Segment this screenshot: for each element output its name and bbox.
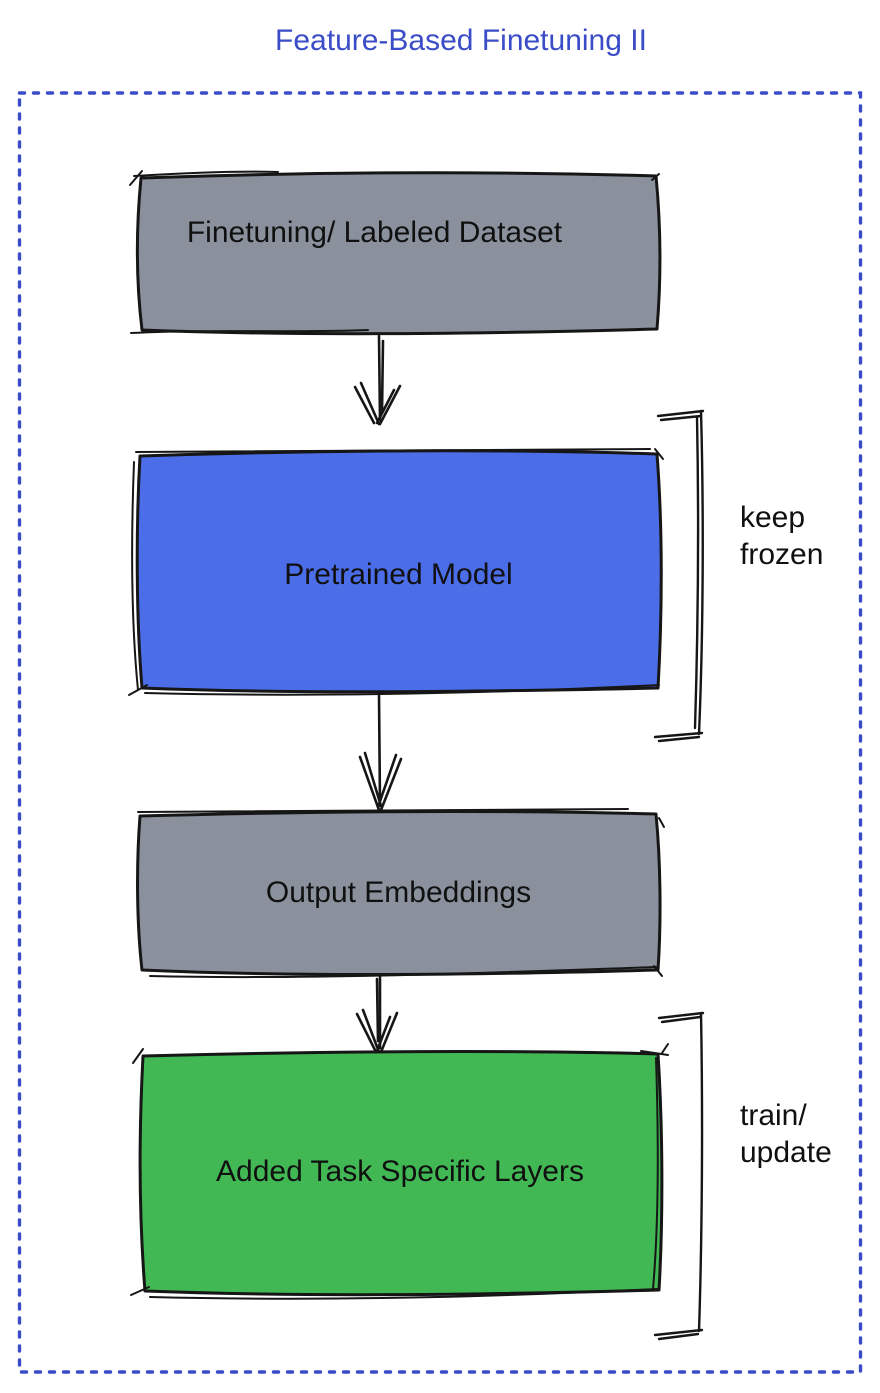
train-update-label: train/ update — [740, 1097, 832, 1171]
keep-frozen-label: keep frozen — [740, 499, 823, 573]
finetuning-dataset-label: Finetuning/ Labeled Dataset — [186, 216, 563, 249]
down-arrow-1 — [353, 334, 402, 426]
pretrained-model-box — [128, 448, 664, 696]
keep-frozen-line2: frozen — [740, 538, 824, 571]
task-specific-layers-label: Added Task Specific Layers — [216, 1155, 584, 1188]
down-arrow-3 — [355, 974, 399, 1054]
train-update-bracket — [653, 1011, 705, 1341]
train-update-line1: train/ — [740, 1099, 807, 1132]
output-embeddings-box — [136, 808, 665, 979]
dotted-frame — [17, 91, 863, 1374]
keep-frozen-line1: keep — [740, 501, 806, 534]
task-specific-layers-box — [130, 1043, 669, 1300]
keep-frozen-bracket — [653, 409, 705, 743]
down-arrow-2 — [358, 692, 403, 812]
train-update-line2: update — [740, 1136, 832, 1169]
pretrained-model-label: Pretrained Model — [284, 558, 513, 591]
finetuning-dataset-box — [129, 170, 662, 336]
output-embeddings-label: Output Embeddings — [265, 876, 532, 909]
diagram-title: Feature-Based Finetuning II — [275, 24, 647, 57]
